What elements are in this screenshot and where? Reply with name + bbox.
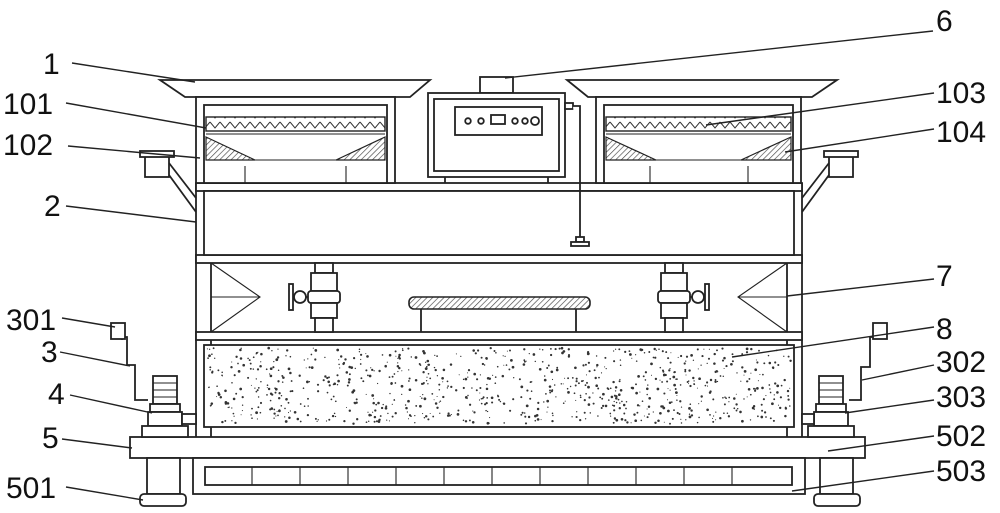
label-301: 301 [6, 304, 56, 337]
center-support [408, 296, 591, 332]
label-7: 7 [936, 260, 953, 293]
left-leg [146, 457, 181, 495]
label-2: 2 [44, 190, 61, 223]
button-icon [521, 117, 529, 125]
left-pump-assembly [110, 322, 197, 438]
label-8: 8 [936, 313, 953, 346]
right-leg [819, 457, 854, 495]
leader-lines [59, 30, 935, 501]
knob-icon [530, 116, 540, 126]
label-3: 3 [41, 336, 58, 369]
base-plate [129, 436, 866, 459]
right-hopper [564, 79, 840, 184]
middle-tank [203, 190, 795, 256]
label-102: 102 [3, 129, 53, 162]
left-foot [139, 493, 187, 507]
right-valve [657, 262, 710, 333]
control-box-handle [479, 76, 514, 94]
right-outlet [801, 150, 859, 213]
filter-bed [203, 344, 795, 428]
label-5: 5 [42, 422, 59, 455]
label-4: 4 [48, 378, 65, 411]
base-slot-bar [204, 466, 793, 486]
top-beam [195, 182, 803, 192]
label-1: 1 [43, 48, 60, 81]
label-104: 104 [936, 116, 986, 149]
lower-beam [195, 331, 803, 341]
drain-rod [570, 180, 590, 247]
label-103: 103 [936, 77, 986, 110]
label-503: 503 [936, 455, 986, 488]
label-303: 303 [936, 381, 986, 414]
part-labels: 1 101 102 2 301 3 4 5 501 6 103 104 7 8 … [3, 5, 986, 505]
filter-bed-box [203, 344, 795, 428]
label-101: 101 [3, 88, 53, 121]
filter-speckles [206, 346, 792, 425]
label-502: 502 [936, 420, 986, 453]
middle-beam [195, 254, 803, 264]
button-icon [464, 117, 472, 125]
base-slot-dividers [251, 467, 733, 485]
button-icon [511, 117, 519, 125]
right-pump-assembly [801, 322, 888, 438]
frame-braces [210, 262, 788, 333]
right-foot [813, 493, 861, 507]
display-screen-icon [490, 114, 506, 125]
control-box [427, 76, 581, 183]
label-501: 501 [6, 472, 56, 505]
left-valve [288, 262, 341, 333]
left-outlet [139, 150, 197, 213]
label-6: 6 [936, 5, 953, 38]
button-icon [477, 117, 485, 125]
label-302: 302 [936, 346, 986, 379]
left-hopper [157, 79, 433, 184]
base-assembly [129, 436, 866, 507]
